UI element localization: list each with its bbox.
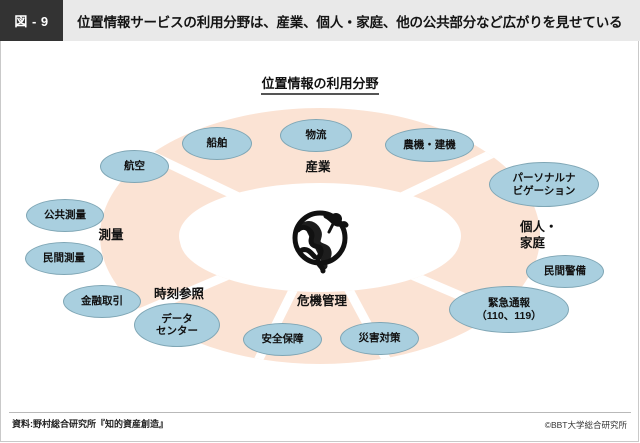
bubble-security-assurance[interactable]: 安全保障 xyxy=(243,323,322,356)
bubble-disaster-countermeasures[interactable]: 災害対策 xyxy=(340,322,419,355)
bubble-agri-construction-machinery[interactable]: 農機・建機 xyxy=(385,128,474,162)
bubble-label: 航空 xyxy=(124,160,145,173)
bubble-label: 安全保障 xyxy=(261,333,304,346)
bubble-logistics[interactable]: 物流 xyxy=(280,119,352,152)
diagram-subtitle-text: 位置情報の利用分野 xyxy=(261,76,379,95)
diagram-canvas xyxy=(100,108,541,364)
bubble-private-surveying[interactable]: 民間測量 xyxy=(25,242,103,275)
bubble-label: 緊急通報 （110、119） xyxy=(476,297,542,322)
footer-divider xyxy=(9,412,631,413)
bubble-emergency-call[interactable]: 緊急通報 （110、119） xyxy=(449,286,569,333)
bubble-label: 金融取引 xyxy=(81,295,123,308)
diagram-subtitle: 位置情報の利用分野 xyxy=(0,73,640,95)
bubble-label: パーソナルナ ビゲーション xyxy=(512,172,576,197)
bubble-label: データ センター xyxy=(156,312,198,337)
bubble-label: 民間警備 xyxy=(544,265,586,278)
bubble-data-center[interactable]: データ センター xyxy=(134,303,220,347)
bubble-public-surveying[interactable]: 公共測量 xyxy=(26,199,104,232)
usage-fields-diagram: 産業 個人・ 家庭 危機管理 時刻参照 測量 航空 船舶 物流 農機・建機 パー… xyxy=(8,100,632,385)
sector-label-personal-home: 個人・ 家庭 xyxy=(520,220,558,250)
bubble-label: 農機・建機 xyxy=(403,138,456,151)
bubble-aviation[interactable]: 航空 xyxy=(100,150,169,183)
header-title-bar: 位置情報サービスの利用分野は、産業、個人・家庭、他の公共部分など広がりを見せてい… xyxy=(63,0,640,41)
sector-label-surveying: 測量 xyxy=(98,228,124,242)
bubble-label: 船舶 xyxy=(206,137,228,150)
sector-label-crisis-management: 危機管理 xyxy=(296,294,347,308)
page-title: 位置情報サービスの利用分野は、産業、個人・家庭、他の公共部分など広がりを見せてい… xyxy=(77,14,623,30)
bubble-private-security[interactable]: 民間警備 xyxy=(526,255,604,288)
sector-label-time-reference: 時刻参照 xyxy=(153,287,204,301)
figure-badge-label: 図 - 9 xyxy=(14,14,49,29)
bubble-personal-navigation[interactable]: パーソナルナ ビゲーション xyxy=(489,162,599,207)
bubble-label: 民間測量 xyxy=(43,252,85,265)
bubble-label: 災害対策 xyxy=(358,332,401,345)
figure-badge: 図 - 9 xyxy=(0,0,63,41)
globe-icon xyxy=(292,210,349,274)
sector-label-industry: 産業 xyxy=(305,160,331,174)
bubble-label: 物流 xyxy=(305,129,327,142)
header-bar: 図 - 9 位置情報サービスの利用分野は、産業、個人・家庭、他の公共部分など広が… xyxy=(0,0,640,41)
bubble-financial-trading[interactable]: 金融取引 xyxy=(63,285,141,318)
bubble-label: 公共測量 xyxy=(44,209,86,222)
source-note: 資料:野村総合研究所『知的資産創造』 xyxy=(12,419,168,429)
copyright-note: ©BBT大学総合研究所 xyxy=(544,420,627,430)
bubble-ship[interactable]: 船舶 xyxy=(182,127,252,160)
